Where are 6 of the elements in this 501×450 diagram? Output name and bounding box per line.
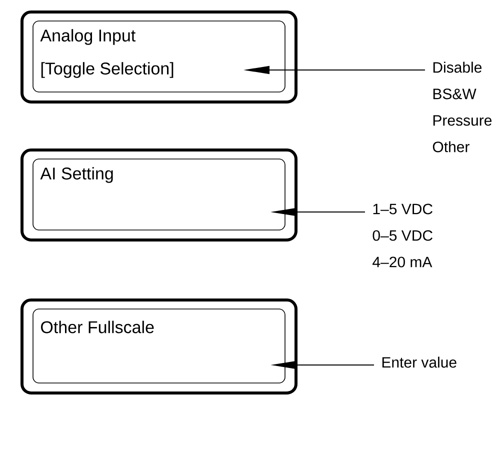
option-list: Disable BS&W Pressure Other bbox=[432, 62, 492, 152]
display-screen: AI Setting bbox=[20, 148, 298, 242]
option-list: 1–5 VDC 0–5 VDC 4–20 mA bbox=[372, 204, 432, 268]
display-screen: Analog Input [Toggle Selection] bbox=[20, 10, 298, 104]
display-screen: Other Fullscale bbox=[20, 298, 298, 394]
option-list: Enter value bbox=[382, 356, 456, 368]
